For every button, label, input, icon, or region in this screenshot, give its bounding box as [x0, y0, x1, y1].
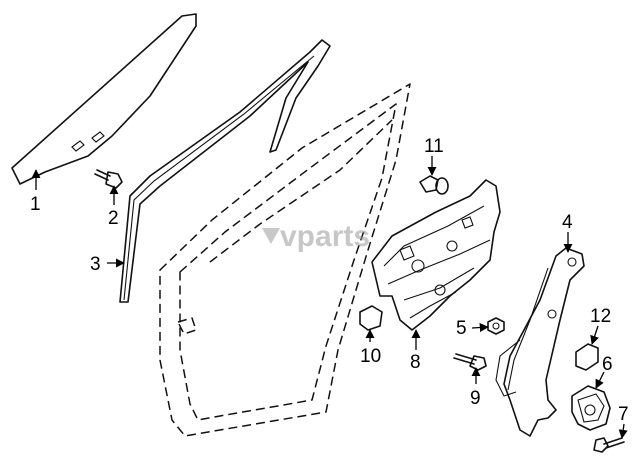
regulator-panel — [371, 179, 501, 331]
callout-8: 8 — [410, 352, 421, 373]
pad-12 — [575, 343, 599, 371]
nut-5 — [487, 317, 505, 335]
callout-1: 1 — [30, 194, 41, 215]
regulator-rail — [495, 247, 585, 437]
callout-5: 5 — [456, 318, 467, 339]
leader-lines — [31, 156, 628, 439]
bolt-7 — [593, 437, 625, 453]
watermark-text: vparts — [280, 220, 370, 253]
callout-12: 12 — [590, 306, 611, 327]
grommet-10 — [359, 305, 383, 331]
glass-run-channel — [119, 39, 331, 303]
clip-11 — [419, 175, 449, 195]
callout-labels: 1 2 3 4 5 6 7 8 9 10 11 12 — [30, 136, 629, 425]
callout-2: 2 — [108, 208, 119, 229]
callout-6: 6 — [602, 354, 613, 375]
watermark-logo: vparts — [262, 220, 370, 253]
callout-7: 7 — [618, 404, 629, 425]
door-frame-outline — [159, 83, 411, 437]
door-glass — [11, 13, 197, 185]
bolt-9 — [453, 353, 487, 371]
regulator-motor — [571, 385, 611, 431]
callout-4: 4 — [562, 212, 573, 233]
bolt-2 — [94, 169, 123, 189]
callout-3: 3 — [90, 254, 101, 275]
callout-11: 11 — [424, 136, 444, 157]
callout-10: 10 — [360, 346, 381, 367]
callout-9: 9 — [470, 388, 481, 409]
